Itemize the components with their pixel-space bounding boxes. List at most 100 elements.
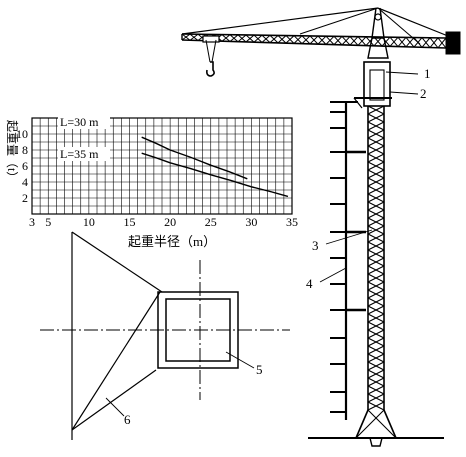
jib-web [357,36,367,46]
mast-diagonal [367,185,385,195]
x-tick-label: 5 [45,215,51,229]
mast-diagonal [367,329,385,339]
jib-web [421,37,431,48]
series-label-1: L=30 m [60,115,99,129]
mast-diagonal [367,313,385,323]
mast-diagonal [367,201,385,211]
mast-diagonal [367,257,385,267]
mast-diagonal [367,153,385,163]
leader-3 [325,229,373,245]
x-tick-label: 30 [245,215,257,229]
mast-diagonal [367,137,385,147]
y-tick-labels: 2 4 6 8 10 [16,127,28,205]
mast-diagonal [367,289,385,299]
jib-web [317,35,327,45]
x-tick-label: 10 [83,215,95,229]
callout-5: 5 [256,362,263,377]
series-label-2: L=35 m [60,147,99,161]
jib-web [341,36,351,46]
mast-diagonal [367,377,385,387]
jib-web [373,36,383,47]
x-tick-label: 3 [29,215,35,229]
y-tick-label: 2 [22,191,28,205]
mast-diagonal [367,353,385,363]
jib-web [277,35,287,44]
mast-diagonal [367,105,385,115]
chart-curves [141,136,289,198]
jib-web [333,36,343,45]
tower-base-inner [165,298,231,362]
mast-diagonal [367,345,385,355]
hook [206,61,215,77]
jib-web [293,35,303,44]
tie-diag-1 [71,291,161,431]
callout-1: 1 [424,66,431,81]
base-brace [367,409,397,439]
y-tick-label: 8 [22,143,28,157]
jib-bottom-chord [181,39,447,49]
callout-3: 3 [312,238,319,253]
tie-top [71,231,163,293]
jib-tie-rear [377,7,449,37]
x-tick-label: 25 [205,215,217,229]
tower-crane [181,7,461,447]
mast-diagonal [367,337,385,347]
mast-diagonal [367,225,385,235]
series-label-bg [58,115,110,129]
jib-web [397,37,407,47]
jib-web [285,35,295,44]
chart-border [31,117,293,215]
callout-4: 4 [306,276,313,291]
jib-tie-front [181,7,379,35]
jib-top-chord [181,33,447,39]
chart-frame [31,117,293,215]
leader-5 [225,351,255,369]
mast-diagonal [367,369,385,379]
mast-diagonal [367,273,385,283]
mast-diagonal [367,145,385,155]
jib-web [365,36,375,46]
base-leg-right [383,409,397,439]
jib-web [237,34,247,43]
x-tick-label: 15 [124,215,136,229]
jib-web [349,36,359,46]
mast-diagonal [367,169,385,179]
y-tick-label: 6 [22,159,28,173]
jib-web [301,35,311,44]
mast-diagonal [367,249,385,259]
base-brace [355,409,385,439]
callout-6: 6 [124,412,131,427]
jib-web [413,37,423,48]
tie-diag-2 [71,369,157,431]
leader-6 [105,397,125,417]
tower-base-outer [157,291,239,369]
y-tick-label: 4 [22,175,28,189]
mast-diagonal [367,297,385,307]
jib-web [269,35,279,44]
y-axis-label: 起重量（t） [5,120,19,183]
jib-web [381,36,391,47]
y-tick-label: 10 [16,127,28,141]
callout-2: 2 [420,86,427,101]
mast-diagonal [367,209,385,219]
x-tick-label: 35 [286,215,298,229]
tower-peak-right [379,7,385,39]
plan-view [40,231,290,440]
mast-diagonal [367,217,385,227]
series-label-bg [58,147,110,161]
x-axis-label: 起重半径（m） [128,234,216,249]
base-leg-left [355,409,369,439]
jib-web [221,34,231,42]
jib-web [229,34,239,42]
mast-diagonal [367,241,385,251]
jib-web [197,33,207,41]
building-floors [330,111,366,413]
jib-web [405,37,415,48]
mast-diagonal [367,321,385,331]
leader-4 [319,267,347,283]
mast-diagonal [367,281,385,291]
mast-diagonal [367,265,385,275]
mast-diagonal [367,193,385,203]
jib-web [245,34,255,43]
